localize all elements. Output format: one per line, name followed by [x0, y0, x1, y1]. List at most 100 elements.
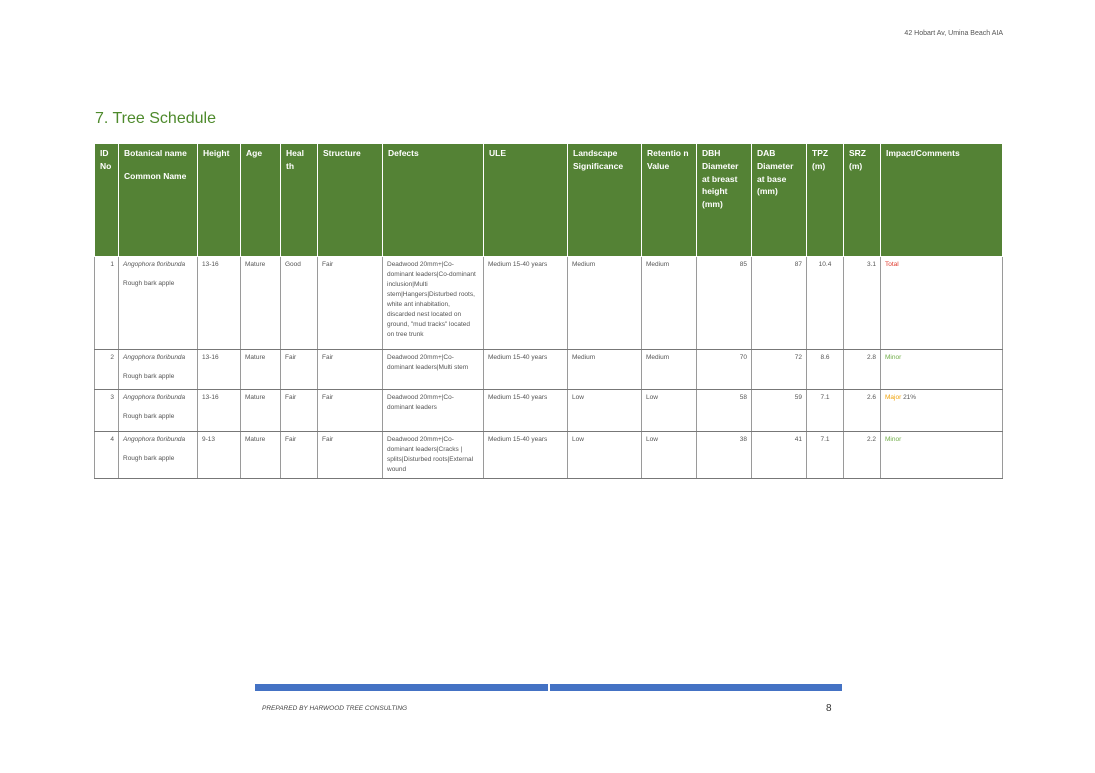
- tree-schedule-table: ID No Botanical name Common Name Height …: [94, 143, 1003, 480]
- header-dab: DAB Diameter at base (mm): [751, 143, 807, 257]
- cell-dbh: 70: [696, 349, 752, 390]
- cell-ule: Medium 15-40 years: [483, 256, 568, 350]
- header-landscape: Landscape Significance: [567, 143, 642, 257]
- cell-tpz: 7.1: [806, 431, 844, 480]
- cell-id: 4: [94, 431, 119, 480]
- header-defects: Defects: [382, 143, 484, 257]
- cell-age: Mature: [240, 349, 281, 390]
- cell-landscape: Medium: [567, 349, 642, 390]
- cell-srz: 2.2: [843, 431, 881, 480]
- cell-defects: Deadwood 20mm+|Co-dominant leaders|Co-do…: [382, 256, 484, 350]
- header-structure: Structure: [317, 143, 383, 257]
- footer-bar: [255, 684, 842, 691]
- cell-dbh: 38: [696, 431, 752, 480]
- cell-landscape: Low: [567, 389, 642, 432]
- cell-srz: 2.6: [843, 389, 881, 432]
- cell-impact: Total: [880, 256, 1003, 350]
- cell-height: 13-16: [197, 349, 241, 390]
- cell-id: 3: [94, 389, 119, 432]
- header-age: Age: [240, 143, 281, 257]
- cell-health: Fair: [280, 389, 318, 432]
- cell-botanical: Angophora floribunda: [123, 436, 186, 443]
- cell-tpz: 10.4: [806, 256, 844, 350]
- cell-botanical: Angophora floribunda: [123, 354, 186, 361]
- cell-health: Fair: [280, 431, 318, 480]
- header-botanical-common: Botanical name Common Name: [118, 143, 198, 257]
- cell-dbh: 58: [696, 389, 752, 432]
- cell-structure: Fair: [317, 256, 383, 350]
- impact-extra: 21%: [901, 394, 917, 401]
- cell-ule: Medium 15-40 years: [483, 431, 568, 480]
- cell-defects: Deadwood 20mm+|Co-dominant leaders|Multi…: [382, 349, 484, 390]
- cell-tpz: 8.6: [806, 349, 844, 390]
- page-number: 8: [826, 703, 832, 714]
- cell-structure: Fair: [317, 431, 383, 480]
- header-common: Common Name: [124, 170, 187, 181]
- footer-prepared-by: PREPARED BY HARWOOD TREE CONSULTING: [262, 705, 408, 712]
- cell-common: Rough bark apple: [123, 373, 175, 381]
- cell-health: Fair: [280, 349, 318, 390]
- table-header-row: ID No Botanical name Common Name Height …: [94, 143, 1003, 257]
- cell-id: 2: [94, 349, 119, 390]
- cell-age: Mature: [240, 431, 281, 480]
- cell-age: Mature: [240, 256, 281, 350]
- cell-botanical: Angophora floribunda: [123, 394, 186, 401]
- cell-defects: Deadwood 20mm+|Co-dominant leaders|Crack…: [382, 431, 484, 480]
- cell-retention: Low: [641, 431, 697, 480]
- footer-bar-gap: [548, 684, 550, 691]
- cell-dab: 72: [751, 349, 807, 390]
- header-tpz: TPZ (m): [806, 143, 844, 257]
- cell-height: 13-16: [197, 389, 241, 432]
- header-srz: SRZ (m): [843, 143, 881, 257]
- cell-common: Rough bark apple: [123, 413, 175, 421]
- cell-botanical: Angophora floribunda: [123, 261, 186, 268]
- header-impact: Impact/Comments: [880, 143, 1003, 257]
- cell-landscape: Low: [567, 431, 642, 480]
- cell-dab: 87: [751, 256, 807, 350]
- cell-retention: Medium: [641, 256, 697, 350]
- impact-label: Minor: [885, 354, 902, 361]
- cell-srz: 3.1: [843, 256, 881, 350]
- cell-impact: Minor: [880, 349, 1003, 390]
- cell-common: Rough bark apple: [123, 455, 175, 463]
- cell-dab: 41: [751, 431, 807, 480]
- impact-label: Minor: [885, 436, 902, 443]
- cell-height: 13-16: [197, 256, 241, 350]
- cell-health: Good: [280, 256, 318, 350]
- impact-label: Total: [885, 261, 899, 268]
- section-title: 7. Tree Schedule: [95, 110, 216, 127]
- header-address: 42 Hobart Av, Umina Beach AIA: [904, 30, 1003, 37]
- header-id: ID No: [94, 143, 119, 257]
- cell-dbh: 85: [696, 256, 752, 350]
- cell-id: 1: [94, 256, 119, 350]
- cell-common: Rough bark apple: [123, 280, 175, 288]
- cell-age: Mature: [240, 389, 281, 432]
- cell-retention: Medium: [641, 349, 697, 390]
- cell-srz: 2.8: [843, 349, 881, 390]
- cell-ule: Medium 15-40 years: [483, 389, 568, 432]
- cell-defects: Deadwood 20mm+|Co-dominant leaders: [382, 389, 484, 432]
- header-dbh: DBH Diameter at breast height (mm): [696, 143, 752, 257]
- header-retention: Retentio n Value: [641, 143, 697, 257]
- header-botanical: Botanical name: [124, 148, 187, 158]
- impact-label: Major: [885, 394, 902, 401]
- cell-retention: Low: [641, 389, 697, 432]
- cell-landscape: Medium: [567, 256, 642, 350]
- cell-structure: Fair: [317, 349, 383, 390]
- cell-height: 9-13: [197, 431, 241, 480]
- header-ule: ULE: [483, 143, 568, 257]
- cell-ule: Medium 15-40 years: [483, 349, 568, 390]
- header-height: Height: [197, 143, 241, 257]
- cell-dab: 59: [751, 389, 807, 432]
- cell-impact: Major 21%: [880, 389, 1003, 432]
- cell-impact: Minor: [880, 431, 1003, 480]
- header-health: Heal th: [280, 143, 318, 257]
